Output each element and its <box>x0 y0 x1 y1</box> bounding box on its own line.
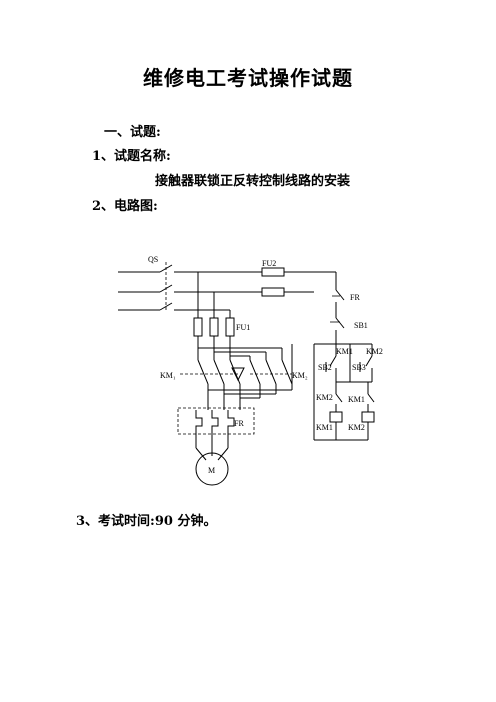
km1-interlock-label: KM1 <box>348 395 365 404</box>
motor-label: M <box>208 466 215 475</box>
section-heading: 一、试题: <box>104 125 161 140</box>
page-title: 维修电工考试操作试题 <box>143 66 353 90</box>
main-circuit <box>177 272 293 486</box>
sb1-label: SB1 <box>354 321 368 330</box>
item2-label: 2、电路图: <box>92 199 158 214</box>
fu1-label: FU1 <box>236 323 250 332</box>
km-left-label: KM₁ <box>160 371 176 380</box>
power-lines <box>118 262 262 311</box>
qs-label: QS <box>148 255 158 264</box>
km2-coil-label: KM2 <box>348 423 365 432</box>
sb2-label: SB2 <box>318 363 332 372</box>
km1-contact-label: KM1 <box>336 347 353 356</box>
fr-box-label: FR <box>234 419 244 428</box>
km-right-label: KM₂ <box>292 371 308 380</box>
control-circuit <box>313 272 375 441</box>
item1-value: 接触器联锁正反转控制线路的安装 <box>155 174 351 189</box>
fr-thermal-box <box>177 407 255 435</box>
motor-symbol <box>195 452 229 486</box>
fu2-fuse-top <box>261 267 285 277</box>
fu1-fuse-1 <box>193 317 203 337</box>
fr-top-label: FR <box>350 293 360 302</box>
exam-time: 3、考试时间:90 分钟。 <box>76 514 217 529</box>
fu1-fuse-2 <box>209 317 219 337</box>
km2-coil <box>361 411 375 423</box>
km1-coil-label: KM1 <box>316 423 333 432</box>
km2-contact-label: KM2 <box>366 347 383 356</box>
fu2-fuse-bottom <box>261 287 285 297</box>
item1-label: 1、试题名称: <box>92 149 171 164</box>
km2-interlock-label: KM2 <box>316 393 333 402</box>
fu1-fuse-3 <box>225 317 235 337</box>
km1-coil <box>329 411 343 423</box>
sb3-label: SB3 <box>352 363 366 372</box>
fu2-label: FU2 <box>262 259 276 268</box>
